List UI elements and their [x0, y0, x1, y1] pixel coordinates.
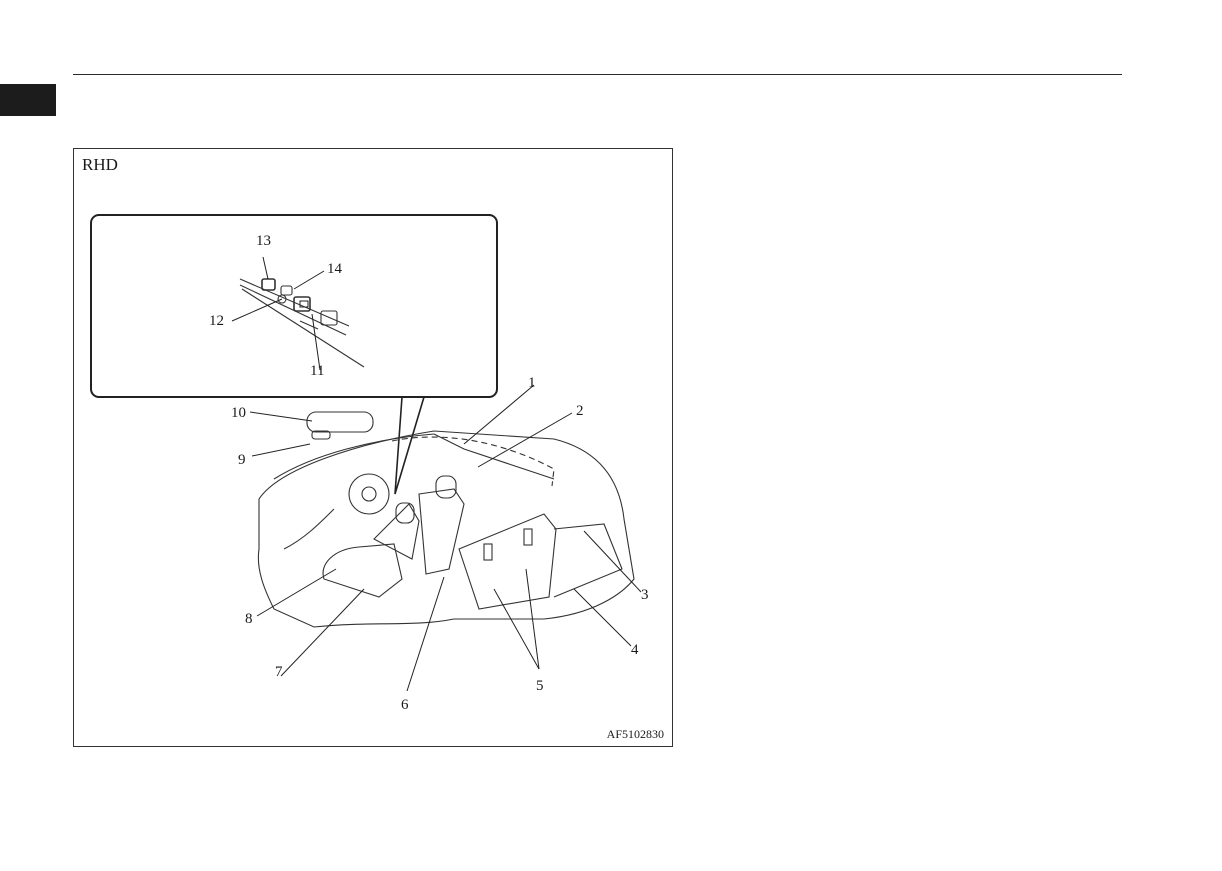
callout-12: 12 [209, 313, 224, 329]
callout-6: 6 [401, 697, 409, 713]
callout-1: 1 [528, 375, 536, 391]
section-tab [0, 84, 56, 116]
car-interior-drawing: 1 2 3 4 5 6 7 8 9 10 11 12 13 14 [74, 149, 672, 746]
callout-7: 7 [275, 664, 283, 680]
callout-10: 10 [231, 405, 246, 421]
header-rule [73, 74, 1122, 75]
curtain-airbag-outline [392, 437, 554, 486]
figure-panel: RHD [73, 148, 673, 747]
callout-8: 8 [245, 611, 253, 627]
car-outline [258, 412, 634, 627]
callout-3: 3 [641, 587, 649, 603]
callout-11: 11 [310, 363, 324, 379]
callout-14: 14 [327, 261, 343, 277]
callout-5: 5 [536, 678, 544, 694]
callout-4: 4 [631, 642, 639, 658]
inset-pointer [395, 397, 424, 494]
figure-code: AF5102830 [607, 727, 664, 742]
callout-9: 9 [238, 452, 246, 468]
door-switch-panel [240, 279, 364, 367]
callout-2: 2 [576, 403, 584, 419]
callout-13: 13 [256, 233, 271, 249]
